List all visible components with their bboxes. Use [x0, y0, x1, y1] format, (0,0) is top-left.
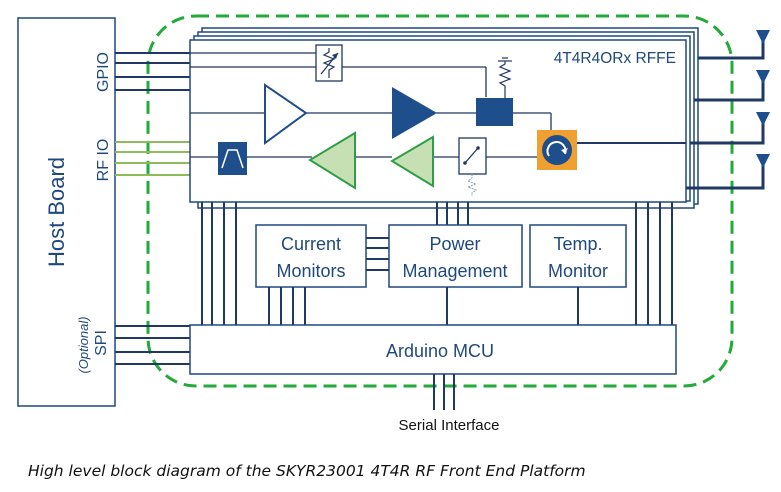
circulator-icon [537, 130, 577, 170]
gpio-label: GPIO [95, 52, 112, 92]
spi-label: SPI [93, 330, 110, 356]
host-board-box [17, 17, 116, 407]
lna-amplifier-1-icon [308, 131, 356, 190]
host-board-label: Host Board [44, 157, 69, 267]
power-amplifier-icon [392, 87, 437, 139]
arduino-mcu-box [189, 324, 677, 375]
bias-resistor-icon [498, 57, 512, 98]
current-monitors-label-line1: Current [281, 234, 341, 254]
temp-monitor-label-line1: Temp. [553, 234, 602, 254]
driver-amplifier-icon [264, 83, 308, 145]
arduino-mcu-label: Arduino MCU [386, 341, 494, 361]
variable-attenuator-icon [315, 44, 343, 82]
spi-optional-label: (Optional) [76, 316, 91, 373]
antenna-feeds [686, 38, 765, 190]
figure-caption: High level block diagram of the SKYR2300… [28, 462, 586, 480]
tx-switch-block [476, 98, 513, 126]
temp-monitor-label-line2: Monitor [548, 261, 608, 281]
rx-switch-icon [458, 137, 487, 196]
rfio-bus [115, 141, 190, 176]
bandpass-filter-icon [218, 142, 247, 175]
gpio-bus [115, 52, 190, 91]
power-management-box [388, 224, 523, 288]
power-to-rffe-bus [436, 202, 469, 225]
antenna-icon [756, 30, 770, 168]
serial-interface-bus [433, 374, 455, 410]
tx-signal-line [190, 112, 552, 132]
left-vertical-bus [201, 202, 237, 325]
platform-boundary [146, 14, 734, 388]
current-to-mcu-bus [268, 287, 306, 325]
current-monitors-label-line2: Monitors [276, 261, 345, 281]
rfio-label: RF IO [95, 139, 112, 182]
lna-amplifier-2-icon [390, 135, 434, 188]
rffe-title: 4T4R4ORx RFFE [554, 50, 676, 67]
power-management-label-line2: Management [402, 261, 507, 281]
power-management-label-line1: Power [429, 234, 480, 254]
right-vertical-bus [635, 202, 673, 325]
current-monitors-box [255, 224, 367, 288]
spi-bus [115, 325, 190, 365]
serial-interface-label: Serial Interface [399, 417, 500, 434]
current-to-power-bus [366, 237, 389, 271]
